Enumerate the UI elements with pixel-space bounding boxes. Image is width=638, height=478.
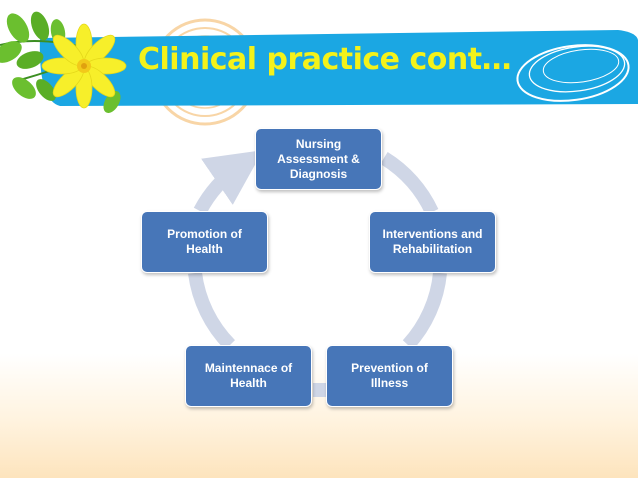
node-promotion: Promotion of Health <box>141 211 268 273</box>
cycle-arc-segment <box>188 271 236 350</box>
slide-title: Clinical practice cont… <box>138 42 512 77</box>
node-nursing-assessment: Nursing Assessment & Diagnosis <box>255 128 382 190</box>
banner-swirl-icon <box>516 44 630 102</box>
cycle-arc-segment <box>402 272 447 350</box>
node-prevention: Prevention of Illness <box>326 345 453 407</box>
cycle-arc-segment <box>193 150 264 215</box>
cycle-arc-segment <box>380 152 439 216</box>
banner-band <box>39 30 638 106</box>
node-interventions: Interventions and Rehabilitation <box>369 211 496 273</box>
title-banner <box>0 11 638 126</box>
node-maintenance: Maintennace of Health <box>185 345 312 407</box>
flower-icon <box>41 23 127 109</box>
